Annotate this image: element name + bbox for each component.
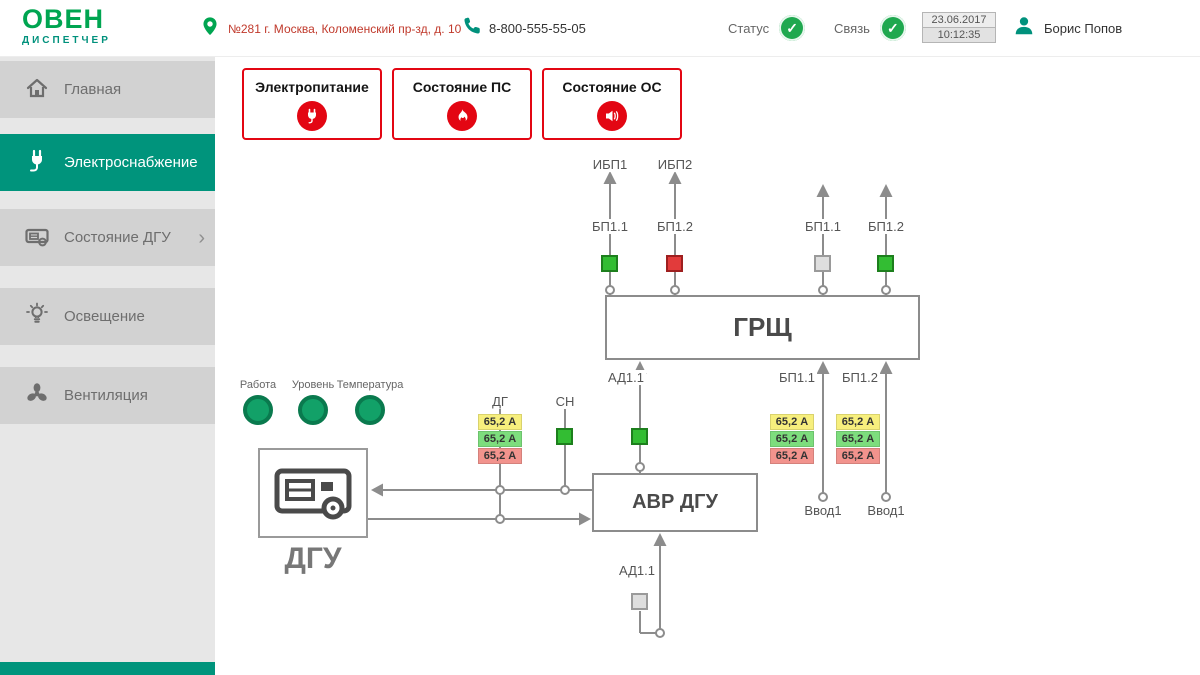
- alarm-button-label: Состояние ОС: [562, 79, 662, 95]
- ad-top-label: АД1.1: [606, 370, 646, 385]
- ups1-label: ИБП1: [590, 157, 630, 172]
- indicator-label: Температура: [334, 379, 406, 391]
- link-block: Связь ✓: [834, 15, 906, 41]
- ats-label: АВР ДГУ: [632, 491, 718, 513]
- user-block: Борис Попов: [1012, 14, 1122, 43]
- fire-alarm-icon: [447, 101, 477, 131]
- status-ok-icon: ✓: [779, 15, 806, 41]
- fan-icon: [24, 381, 50, 411]
- dg-current-c: 65,2 А: [478, 448, 522, 464]
- power-alarm-icon: [297, 101, 327, 131]
- diesel-generator-label: ДГУ: [284, 542, 342, 575]
- link-label: Связь: [834, 20, 870, 36]
- lamp-icon: [24, 302, 50, 332]
- dg-label: ДГ: [490, 394, 510, 409]
- ups2-label: ИБП2: [655, 157, 695, 172]
- time-value: 10:12:35: [923, 27, 995, 42]
- generator-icon: [24, 223, 50, 253]
- ad-bottom-state-indicator: [631, 593, 648, 610]
- speaker-alarm-icon: [597, 101, 627, 131]
- breaker-label: БП1.1: [590, 219, 630, 234]
- sidebar-item-label: Вентиляция: [64, 387, 148, 404]
- logo-title: ОВЕН: [22, 4, 105, 34]
- feeder2-source-label: Ввод1: [865, 503, 907, 518]
- status-label: Статус: [728, 20, 770, 36]
- alarm-button-label: Электропитание: [255, 79, 369, 95]
- level-indicator: [298, 395, 328, 425]
- user-name: Борис Попов: [1044, 21, 1123, 36]
- breaker-state-indicator: [666, 255, 683, 272]
- sidebar-item-dgu-status[interactable]: Состояние ДГУ ›: [0, 209, 215, 266]
- sidebar-item-label: Освещение: [64, 308, 145, 325]
- sn-label: СН: [553, 394, 577, 409]
- feeder2-breaker-label: БП1.2: [840, 370, 880, 385]
- alarm-button-security[interactable]: Состояние ОС: [542, 68, 682, 140]
- ats-box: АВР ДГУ: [592, 473, 758, 532]
- phone-block: 8-800-555-55-05: [462, 16, 586, 40]
- phone-icon: [462, 16, 481, 40]
- sidebar-item-label: Главная: [64, 81, 122, 98]
- logo: ОВЕН ДИСПЕТЧЕР: [22, 6, 111, 46]
- chevron-right-icon: ›: [198, 226, 205, 249]
- feeder1-breaker-label: БП1.1: [777, 370, 817, 385]
- breaker-state-indicator: [601, 255, 618, 272]
- sidebar-item-lighting[interactable]: Освещение: [0, 288, 215, 345]
- support-phone: 8-800-555-55-05: [489, 20, 586, 36]
- sidebar-item-label: Состояние ДГУ: [64, 229, 171, 246]
- sn-state-indicator: [556, 428, 573, 445]
- breaker-label: БП1.1: [803, 219, 843, 234]
- sidebar-item-label: Электроснабжение: [64, 154, 198, 171]
- status-block: Статус ✓: [728, 15, 806, 41]
- diesel-generator-icon: [271, 459, 355, 528]
- sidebar-item-ventilation[interactable]: Вентиляция: [0, 367, 215, 424]
- run-indicator: [243, 395, 273, 425]
- temperature-indicator: [355, 395, 385, 425]
- ad-bottom-label: АД1.1: [617, 563, 657, 578]
- home-icon: [24, 75, 50, 105]
- ad-top-state-indicator: [631, 428, 648, 445]
- header: ОВЕН ДИСПЕТЧЕР №281 г. Москва, Коломенск…: [0, 0, 1200, 57]
- sidebar-item-power-supply[interactable]: Электроснабжение: [0, 134, 215, 191]
- dg-current-a: 65,2 А: [478, 414, 522, 430]
- sidebar: Главная Электроснабжение Состояние ДГУ ›…: [0, 57, 215, 675]
- logo-subtitle: ДИСПЕТЧЕР: [22, 35, 111, 46]
- address-block: №281 г. Москва, Коломенский пр-зд, д. 10: [200, 15, 461, 42]
- breaker-state-indicator: [814, 255, 831, 272]
- datetime-box: 23.06.2017 10:12:35: [922, 12, 996, 43]
- sidebar-footer-bar: [0, 662, 215, 675]
- breaker-state-indicator: [877, 255, 894, 272]
- date-value: 23.06.2017: [931, 14, 987, 26]
- indicator-label: Уровень: [289, 379, 337, 391]
- main-switchboard-box: ГРЩ: [605, 295, 920, 360]
- feeder1-current-a: 65,2 А: [770, 414, 814, 430]
- indicator-label: Работа: [237, 379, 279, 391]
- feeder1-source-label: Ввод1: [802, 503, 844, 518]
- feeder2-current-c: 65,2 А: [836, 448, 880, 464]
- main-switchboard-label: ГРЩ: [733, 312, 792, 342]
- alarm-button-label: Состояние ПС: [412, 79, 512, 95]
- feeder2-current-b: 65,2 А: [836, 431, 880, 447]
- feeder1-current-b: 65,2 А: [770, 431, 814, 447]
- feeder2-current-a: 65,2 А: [836, 414, 880, 430]
- dg-current-b: 65,2 А: [478, 431, 522, 447]
- site-address: №281 г. Москва, Коломенский пр-зд, д. 10: [228, 21, 462, 36]
- feeder1-current-c: 65,2 А: [770, 448, 814, 464]
- alarm-button-power[interactable]: Электропитание: [242, 68, 382, 140]
- plug-icon: [24, 148, 50, 178]
- sidebar-item-home[interactable]: Главная: [0, 61, 215, 118]
- location-pin-icon: [200, 15, 220, 42]
- alarm-button-fire[interactable]: Состояние ПС: [392, 68, 532, 140]
- breaker-label: БП1.2: [866, 219, 906, 234]
- breaker-label: БП1.2: [655, 219, 695, 234]
- link-ok-icon: ✓: [879, 15, 906, 41]
- user-icon: [1012, 14, 1036, 43]
- diesel-generator-box: [258, 448, 368, 538]
